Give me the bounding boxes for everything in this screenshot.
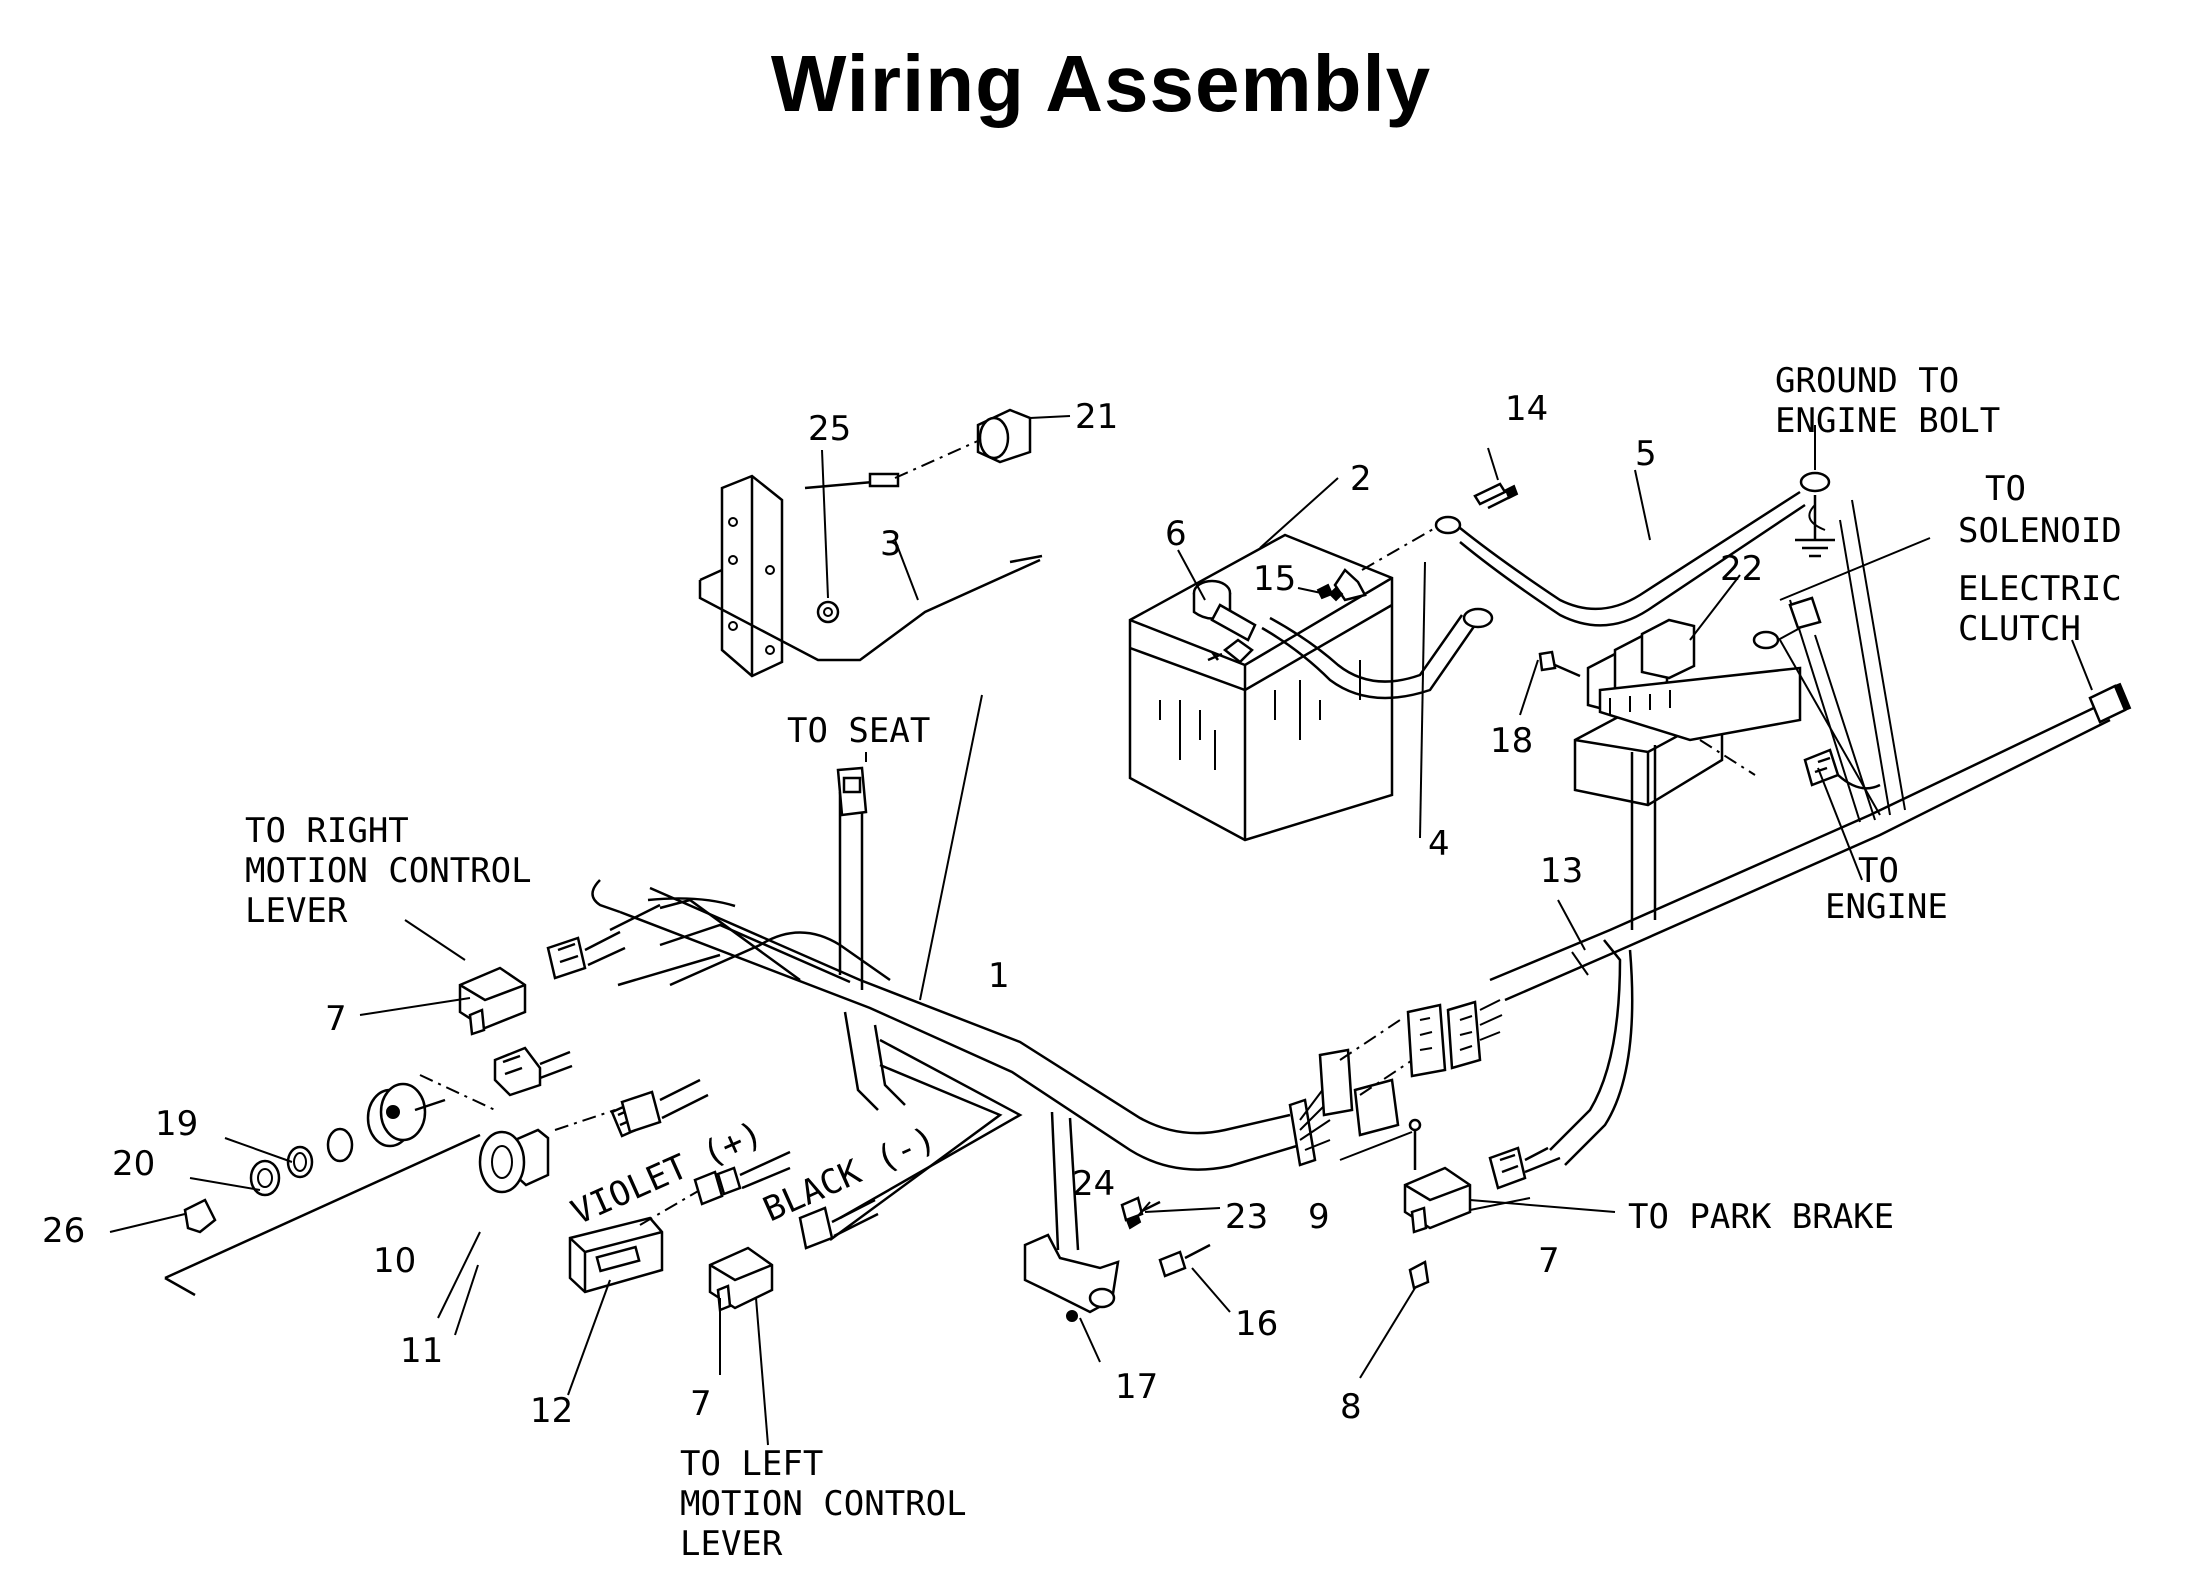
label-violet: VIOLET (+) xyxy=(565,1113,768,1233)
label-to-left-2: MOTION CONTROL xyxy=(680,1484,967,1524)
callout-18: 18 xyxy=(1490,721,1533,761)
callout-7-left: 7 xyxy=(690,1384,712,1424)
callout-16: 16 xyxy=(1235,1304,1278,1344)
callout-11: 11 xyxy=(400,1331,443,1371)
hour-meter-and-lamp xyxy=(478,1078,791,1294)
callout-20: 20 xyxy=(112,1144,155,1184)
diagram-title: Wiring Assembly xyxy=(770,39,1432,128)
battery xyxy=(1128,533,1394,842)
bracket-assembly xyxy=(698,408,1043,678)
callout-26: 26 xyxy=(42,1211,85,1251)
key-switch-assembly xyxy=(164,1046,573,1297)
callout-1: 1 xyxy=(988,956,1010,996)
callout-4: 4 xyxy=(1428,824,1450,864)
callout-8: 8 xyxy=(1340,1387,1362,1427)
callout-19: 19 xyxy=(155,1104,198,1144)
label-ground-2: ENGINE BOLT xyxy=(1775,401,2000,441)
label-to-right-1: TO RIGHT xyxy=(245,811,409,851)
label-solenoid-2: SOLENOID xyxy=(1958,511,2122,551)
callout-5: 5 xyxy=(1635,434,1657,474)
harness-bracket xyxy=(1023,1196,1211,1322)
label-clutch-2: CLUTCH xyxy=(1958,609,2081,649)
park-brake-switch xyxy=(1403,1118,1561,1290)
label-park-brake: TO PARK BRAKE xyxy=(1628,1197,1894,1237)
label-solenoid-1: TO xyxy=(1985,469,2026,509)
ground-cable-5 xyxy=(1316,471,1831,627)
label-to-left-3: LEVER xyxy=(680,1524,783,1564)
callout-12: 12 xyxy=(530,1391,573,1431)
callout-22: 22 xyxy=(1720,549,1763,589)
label-to-right-3: LEVER xyxy=(245,891,348,931)
relay-module xyxy=(1538,618,1802,807)
label-to-left-1: TO LEFT xyxy=(680,1444,823,1484)
leader-lines xyxy=(109,415,2093,1446)
callout-14: 14 xyxy=(1505,389,1548,429)
label-clutch-1: ELECTRIC xyxy=(1958,569,2122,609)
callout-2: 2 xyxy=(1350,459,1372,499)
callout-23: 23 xyxy=(1225,1197,1268,1237)
callout-3: 3 xyxy=(880,524,902,564)
label-ground-1: GROUND TO xyxy=(1775,361,1959,401)
label-to-right-2: MOTION CONTROL xyxy=(245,851,532,891)
label-engine-1: TO xyxy=(1858,851,1899,891)
callout-9: 9 xyxy=(1308,1197,1330,1237)
callout-7-right: 7 xyxy=(325,999,347,1039)
callout-15: 15 xyxy=(1253,559,1296,599)
callout-10: 10 xyxy=(373,1241,416,1281)
label-engine-2: ENGINE xyxy=(1825,887,1948,927)
label-to-seat: TO SEAT xyxy=(787,711,930,751)
callout-21: 21 xyxy=(1075,397,1118,437)
battery-cable-4 xyxy=(1261,607,1494,700)
callout-25: 25 xyxy=(808,409,851,449)
callout-6: 6 xyxy=(1165,514,1187,554)
ground-symbol xyxy=(1795,495,1835,558)
callout-17: 17 xyxy=(1115,1367,1158,1407)
callout-numbers: 1 2 3 4 5 6 7 7 7 8 9 10 11 12 13 14 15 … xyxy=(42,389,1763,1431)
callout-24: 24 xyxy=(1072,1164,1115,1204)
callout-13: 13 xyxy=(1540,851,1583,891)
right-lever-switch xyxy=(458,930,626,1036)
wire-harness xyxy=(591,499,2132,1251)
callout-7-park: 7 xyxy=(1538,1241,1560,1281)
